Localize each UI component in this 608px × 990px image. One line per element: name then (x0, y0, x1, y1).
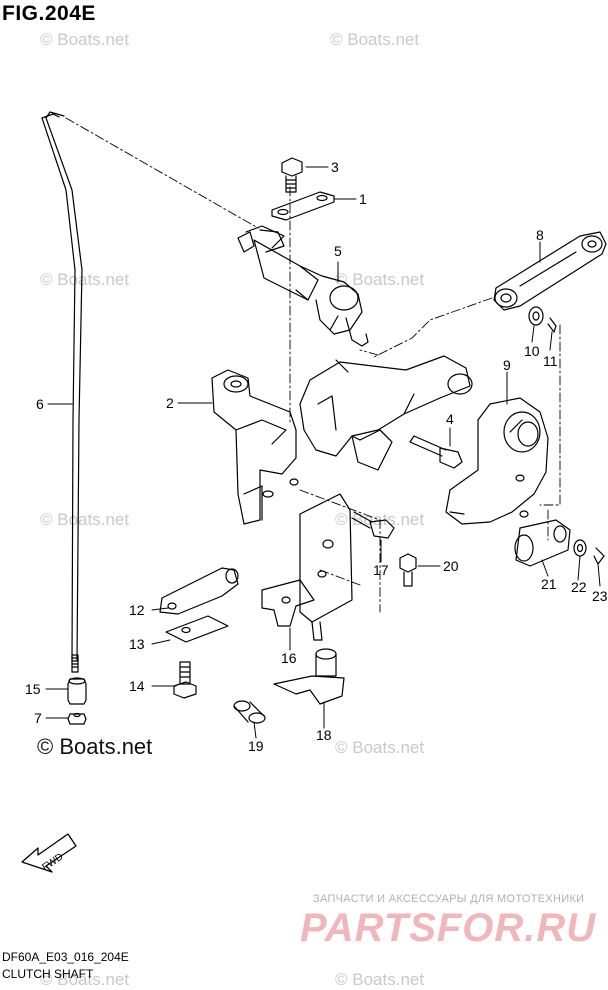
watermark: © Boats.net (330, 30, 420, 49)
bolt (281, 157, 303, 193)
callout-18: 18 (316, 727, 332, 743)
bolt (399, 553, 417, 587)
watermark: © Boats.net (40, 510, 130, 529)
clutch-cam (514, 519, 571, 567)
watermark: © Boats.net (335, 738, 425, 757)
snap-clip (547, 317, 557, 333)
shift-shaft-assembly (237, 225, 369, 347)
figure-name: CLUTCH SHAFT (2, 967, 94, 981)
callout-labels: 3 1 5 8 6 2 4 9 10 11 12 13 14 15 7 16 1… (25, 159, 608, 754)
callout-20: 20 (443, 558, 459, 574)
clutch-rod (41, 111, 83, 673)
shift-cam-housing (445, 397, 549, 525)
callout-19: 19 (248, 738, 264, 754)
clamp-plate (271, 191, 335, 221)
assembly-guides (65, 117, 561, 613)
callout-1: 1 (359, 191, 367, 207)
callout-6: 6 (36, 396, 44, 412)
callout-4: 4 (446, 411, 454, 427)
callout-11: 11 (543, 353, 558, 369)
watermark: © Boats.net (335, 970, 425, 989)
washer (528, 306, 544, 326)
callout-8: 8 (536, 227, 544, 243)
stay-bracket (261, 493, 353, 641)
callout-3: 3 (331, 159, 339, 175)
bolt (409, 435, 463, 469)
callout-13: 13 (129, 636, 145, 652)
collar (233, 700, 266, 724)
shift-lever (493, 231, 607, 311)
bolt (351, 511, 395, 539)
watermark: © Boats.net (40, 30, 130, 49)
watermark-large: © Boats.net (37, 734, 153, 759)
stopper-bracket (273, 648, 345, 705)
bolt (173, 661, 197, 699)
callout-12: 12 (129, 602, 145, 618)
callout-23: 23 (592, 588, 608, 604)
callout-9: 9 (503, 357, 511, 373)
figure-title: FIG.204E (2, 2, 96, 25)
shop-logo: PARTSFOR.RU (300, 906, 597, 950)
callout-17: 17 (373, 562, 389, 578)
spacer-plate (165, 615, 229, 643)
callout-2: 2 (166, 395, 174, 411)
washer (573, 539, 587, 557)
watermark: © Boats.net (335, 270, 425, 289)
snap-clip (593, 547, 605, 565)
clutch-bracket (211, 355, 473, 525)
figure-code: DF60A_E03_016_204E (2, 950, 129, 964)
callout-15: 15 (25, 681, 41, 697)
callout-7: 7 (34, 710, 42, 726)
rod-joint (67, 677, 87, 705)
hex-nut (67, 712, 87, 725)
callout-14: 14 (129, 678, 145, 694)
leader-lines (45, 166, 601, 739)
callout-5: 5 (334, 243, 342, 259)
callout-16: 16 (281, 650, 297, 666)
callout-21: 21 (541, 576, 557, 592)
watermark: © Boats.net (40, 270, 130, 289)
callout-22: 22 (571, 579, 587, 595)
link-arm (159, 567, 239, 615)
callout-10: 10 (524, 343, 540, 359)
watermark: © Boats.net (40, 970, 130, 989)
forward-arrow-icon: FWD (21, 833, 77, 873)
shop-caption: ЗАПЧАСТИ И АКСЕССУАРЫ ДЛЯ МОТОТЕХНИКИ (313, 893, 585, 905)
